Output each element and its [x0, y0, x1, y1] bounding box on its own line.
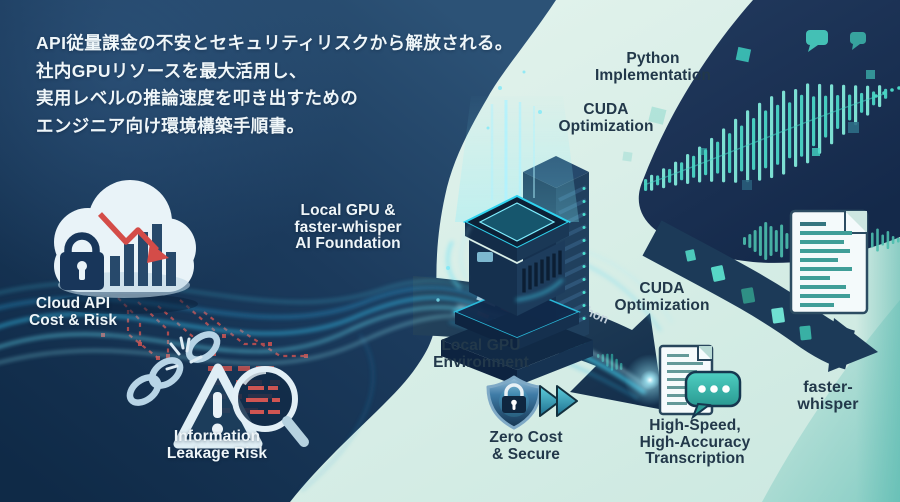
- headline-line-3: 実用レベルの推論速度を叩き出すための: [36, 88, 359, 108]
- cloud-api-icon: [50, 180, 198, 314]
- vent-grille: [522, 250, 562, 293]
- label-cuda-optimization-mid: CUDA Optimization: [614, 280, 710, 314]
- label-information-leakage-risk: Information Leakage Risk: [166, 428, 268, 462]
- headline-line-1: API従量課金の不安とセキュリティリスクから解放される。: [36, 33, 513, 53]
- label-faster-whisper: faster-whisper: [797, 379, 859, 413]
- label-local-gpu-environment: Local GPU Environment: [433, 337, 529, 371]
- doc-waveform-left: [743, 222, 794, 260]
- transcript-doc-icon: [658, 344, 742, 420]
- label-gpu-foundation: Local GPU & faster-whisper AI Foundation: [294, 202, 402, 252]
- server-stack-icon: [441, 194, 593, 386]
- broken-chain-icon: [126, 331, 221, 406]
- electric-arcs: [446, 225, 564, 302]
- lock-icon: [60, 232, 104, 290]
- label-cloud-api-cost-risk: Cloud API Cost & Risk: [28, 295, 118, 329]
- headline-line-2: 社内GPUリソースを最大活用し、: [36, 60, 307, 81]
- lens-redacted-lines: [246, 386, 280, 414]
- doc-waveform-right: [871, 228, 900, 252]
- headline: API従量課金の不安とセキュリティリスクから解放される。 社内GPUリソースを最…: [36, 30, 513, 140]
- label-zero-cost-secure: Zero Cost & Secure: [489, 429, 563, 463]
- doc-text-lines: [667, 354, 703, 405]
- magnifier-icon: [232, 366, 309, 447]
- break-sparks: [165, 336, 203, 371]
- chat-bubble-icon: [684, 370, 742, 420]
- light-beam: [436, 70, 579, 302]
- audio-wave-panel: [638, 0, 900, 263]
- label-cuda-optimization-top: CUDA Optimization: [558, 101, 654, 135]
- shield-lock-icon: [486, 375, 542, 430]
- label-high-speed-transcription: High-Speed, High-Accuracy Transcription: [639, 417, 751, 467]
- speech-bubble-icons: [806, 30, 866, 52]
- result-doc-lines: [800, 222, 852, 307]
- data-square-icons-dark: [700, 46, 875, 190]
- label-python-implementation: Python Implementation: [595, 50, 711, 84]
- result-doc-icon: [743, 209, 900, 315]
- flow-arrow-right: [642, 220, 878, 372]
- waveform-centerline: [643, 93, 885, 186]
- declining-chart-icon: [97, 212, 176, 286]
- fast-forward-icon: [539, 385, 578, 417]
- headline-line-4: エンジニア向け環境構築手順書。: [36, 115, 305, 136]
- page-icons: [685, 249, 812, 341]
